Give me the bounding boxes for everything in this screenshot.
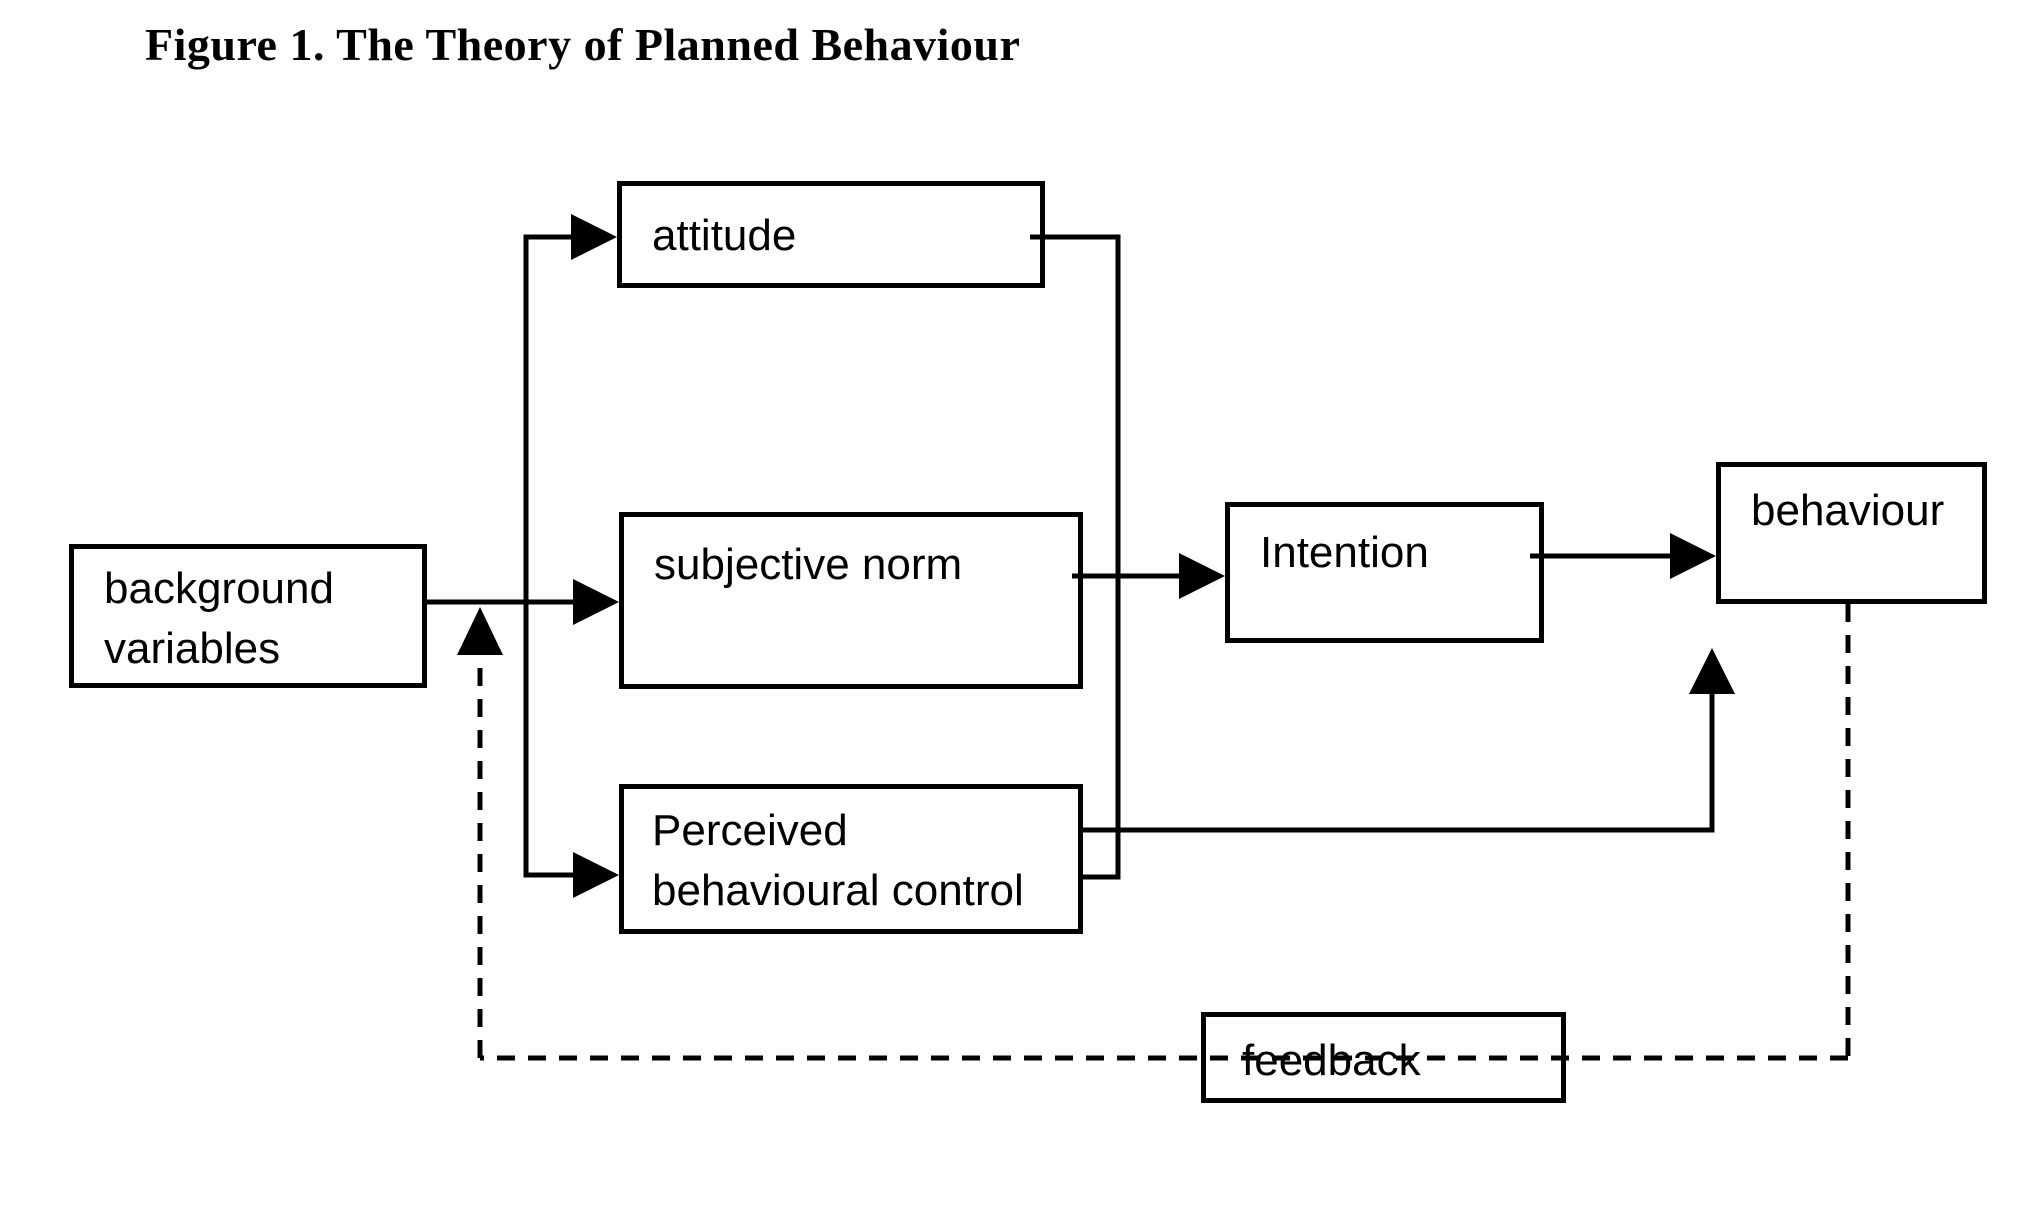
node-background-variables-label-line1: background (104, 564, 334, 613)
node-behaviour-label: behaviour (1751, 486, 1945, 535)
figure-title: Figure 1. The Theory of Planned Behaviou… (145, 19, 1021, 70)
edge-branch-to-attitude-arrowhead (571, 214, 617, 260)
edge-branch-to-pbc-arrowhead (573, 852, 619, 898)
node-pbc-label-line2: behavioural control (652, 866, 1024, 915)
node-attitude: attitude (617, 181, 1045, 288)
edge-feedback-arrowhead (457, 607, 503, 655)
node-behaviour: behaviour (1716, 462, 1987, 604)
edge-bg-to-subjective-norm-arrowhead (573, 579, 619, 625)
edge-pbc-to-behaviour-line (1083, 659, 1715, 833)
edge-subjective-norm-to-intention-arrowhead (1179, 553, 1225, 599)
node-pbc-label-line1: Perceived (652, 806, 848, 855)
node-subjective-norm-label: subjective norm (654, 540, 963, 589)
node-background-variables: background variables (69, 544, 427, 688)
edge-pbc-to-behaviour-arrowhead (1689, 648, 1735, 694)
edge-branch-to-attitude-line (523, 234, 606, 602)
node-background-variables-label-line2: variables (104, 624, 281, 673)
edge-intention-to-behaviour-arrowhead (1670, 533, 1716, 579)
node-perceived-behavioural-control: Perceived behavioural control (619, 784, 1083, 934)
node-feedback-label: feedback (1242, 1036, 1421, 1085)
node-feedback: feedback (1201, 1012, 1566, 1103)
node-subjective-norm: subjective norm (619, 512, 1083, 689)
node-intention-label: Intention (1260, 528, 1429, 577)
edge-attitude-collector-line (1030, 234, 1121, 880)
edge-branch-to-pbc-line (523, 602, 606, 878)
node-intention: Intention (1225, 502, 1544, 643)
node-attitude-label: attitude (652, 211, 797, 260)
